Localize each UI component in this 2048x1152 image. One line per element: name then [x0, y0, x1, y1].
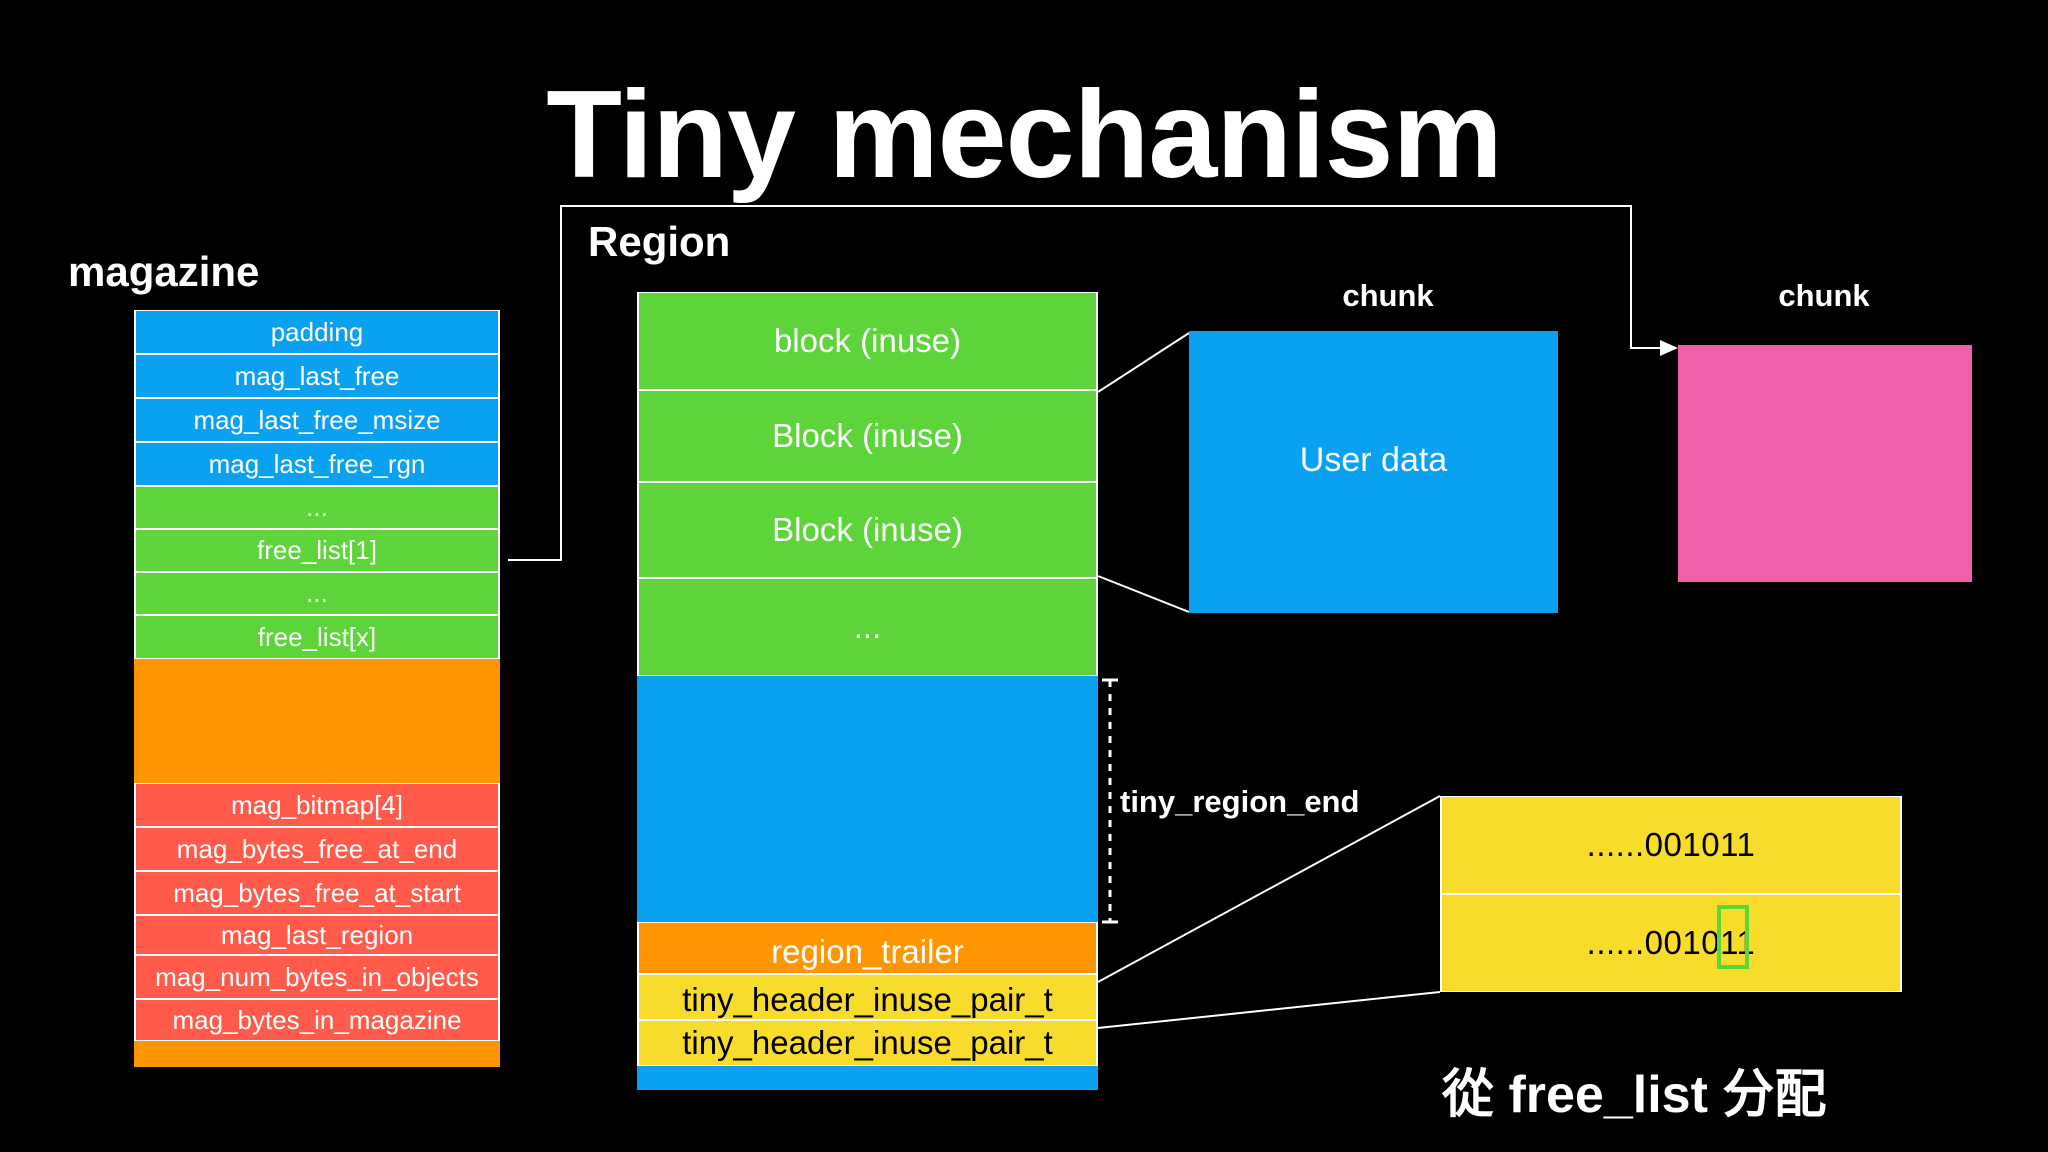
- magazine-row-mag-last-free: mag_last_free: [134, 354, 500, 398]
- region-tiny-header-inuse-pair: tiny_header_inuse_pair_t: [637, 974, 1098, 1020]
- magazine-row-ellipsis: ...: [134, 572, 500, 615]
- header-to-bitmap-line-top: [1097, 795, 1441, 983]
- magazine-stack: padding mag_last_free mag_last_free_msiz…: [134, 310, 500, 1067]
- chunk-user-data: User data: [1189, 331, 1558, 613]
- magazine-row-free-list-1: free_list[1]: [134, 529, 500, 572]
- region-tail: [637, 1066, 1098, 1090]
- header-to-bitmap-line-bottom: [1097, 991, 1441, 1029]
- bitmap-row: ......001011: [1440, 796, 1902, 894]
- magazine-row-mag-bytes-in-magazine: mag_bytes_in_magazine: [134, 999, 500, 1041]
- magazine-row-mag-last-region: mag_last_region: [134, 915, 500, 955]
- user-data-label: User data: [1299, 440, 1448, 479]
- magazine-row-mag-bitmap: mag_bitmap[4]: [134, 783, 500, 827]
- magazine-row-mag-last-free-rgn: mag_last_free_rgn: [134, 442, 500, 486]
- region-block-inuse: block (inuse): [637, 292, 1098, 390]
- region-trailer: region_trailer: [637, 922, 1098, 974]
- free-list-pointer-line: [508, 205, 1678, 561]
- chunk-label: chunk: [1778, 278, 1870, 313]
- magazine-row-mag-last-free-msize: mag_last_free_msize: [134, 398, 500, 442]
- block-to-chunk-line-top: [1097, 332, 1190, 393]
- magazine-row-mag-bytes-free-at-start: mag_bytes_free_at_start: [134, 871, 500, 915]
- tiny-region-end-label: tiny_region_end: [1120, 784, 1360, 819]
- region-label: Region: [588, 218, 731, 265]
- bitmap-row: ......001011: [1440, 894, 1902, 992]
- caption: 從 free_list 分配: [1442, 1066, 1827, 1124]
- chunk-free: [1678, 345, 1972, 582]
- highlighted-bit-box: [1717, 905, 1749, 969]
- magazine-row-trailing: [134, 1041, 500, 1067]
- region-tiny-header-inuse-pair: tiny_header_inuse_pair_t: [637, 1020, 1098, 1066]
- magazine-row-mag-bytes-free-at-end: mag_bytes_free_at_end: [134, 827, 500, 871]
- region-block-ellipsis: ...: [637, 578, 1098, 676]
- block-to-chunk-line-bottom: [1097, 575, 1190, 613]
- region-stack: block (inuse) Block (inuse) Block (inuse…: [637, 292, 1098, 1090]
- chunk-label: chunk: [1342, 278, 1434, 313]
- magazine-row-free-list-x: free_list[x]: [134, 615, 500, 659]
- magazine-row-spacer: [134, 659, 500, 783]
- region-free-space: [637, 676, 1098, 922]
- region-block-inuse: Block (inuse): [637, 390, 1098, 482]
- magazine-row-ellipsis: ...: [134, 486, 500, 529]
- bitmap-panel: ......001011 ......001011: [1440, 796, 1902, 992]
- magazine-row-padding: padding: [134, 310, 500, 354]
- region-block-inuse: Block (inuse): [637, 482, 1098, 578]
- magazine-label: magazine: [68, 248, 260, 295]
- slide-title: Tiny mechanism: [546, 66, 1502, 204]
- magazine-row-mag-num-bytes-in-objects: mag_num_bytes_in_objects: [134, 955, 500, 999]
